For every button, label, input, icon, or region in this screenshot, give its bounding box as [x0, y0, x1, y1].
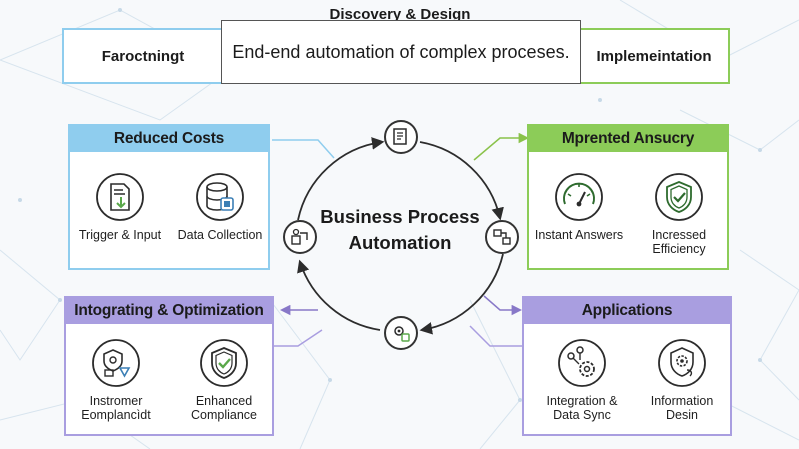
gear-brain-icon — [658, 339, 706, 387]
top-right-box: Implemeintation — [580, 28, 730, 84]
top-left-box: Faroctningt — [62, 28, 222, 84]
panel-applications: Applications Integration & Data Sync Inf… — [522, 296, 732, 436]
item-instant-answers: Instant Answers — [531, 172, 627, 242]
database-icon — [196, 173, 244, 221]
gears-icon — [394, 326, 410, 342]
item-trigger-input: Trigger & Input — [72, 172, 168, 242]
cycle-node-top — [384, 120, 418, 154]
top-section-title: Discovery & Design — [329, 6, 471, 23]
integration-gear-icon — [558, 339, 606, 387]
panel-reduced-costs: Reduced Costs Trigger & Input Data Colle… — [68, 124, 270, 270]
cycle-node-left — [283, 220, 317, 254]
item-integration-data-sync: Integration & Data Sync — [534, 338, 630, 422]
shield-check-icon — [655, 173, 703, 221]
process-icon — [291, 228, 308, 245]
top-right-label: Implemeintation — [596, 47, 712, 65]
cycle-node-right — [485, 220, 519, 254]
shield-check-icon — [200, 339, 248, 387]
item-increased-efficiency: Incressed Efficiency — [631, 172, 727, 256]
panel-applications-header: Applications — [524, 298, 730, 324]
shield-document-icon — [92, 339, 140, 387]
panel-optimization: Intograting & Optimization Instromer Eom… — [64, 296, 274, 436]
item-enhanced-compliance: Enhanced Compliance — [176, 338, 272, 422]
gauge-icon — [555, 173, 603, 221]
top-main-box: End-end automation of complex proceses. — [221, 20, 581, 84]
cycle-node-bottom — [384, 316, 418, 350]
top-left-label: Faroctningt — [101, 47, 185, 65]
panel-answers-header: Mprented Ansucry — [529, 126, 727, 152]
panel-reduced-costs-header: Reduced Costs — [70, 126, 268, 152]
center-title: Business Process Automation — [320, 206, 480, 253]
item-data-collection: Data Collection — [172, 172, 268, 242]
panel-answers: Mprented Ansucry Instant Answers Incress… — [527, 124, 729, 270]
item-instromer-emplanct: Instromer Eomplancìdt — [68, 338, 164, 422]
item-information-design: Information Desin — [634, 338, 730, 422]
document-icon — [393, 128, 407, 145]
workflow-icon — [493, 229, 511, 245]
top-main-text: End-end automation of complex proceses. — [232, 41, 570, 62]
document-download-icon — [96, 173, 144, 221]
panel-optimization-header: Intograting & Optimization — [66, 298, 272, 324]
